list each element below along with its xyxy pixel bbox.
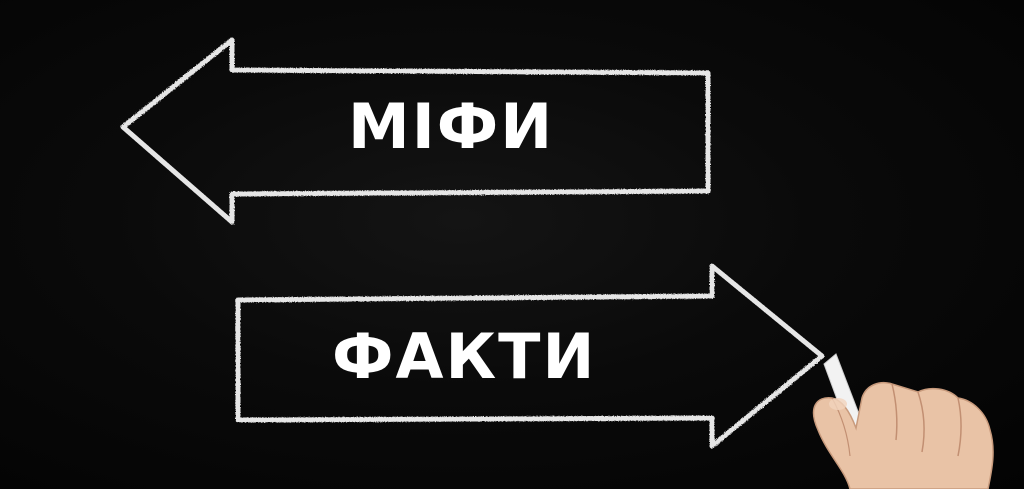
myths-label: МІФИ xyxy=(348,90,555,163)
right-arrow-outline xyxy=(235,263,825,449)
facts-label: ФАКТИ xyxy=(332,320,597,393)
hand-holding-chalk-icon xyxy=(812,353,994,489)
left-arrow-outline xyxy=(120,37,711,225)
